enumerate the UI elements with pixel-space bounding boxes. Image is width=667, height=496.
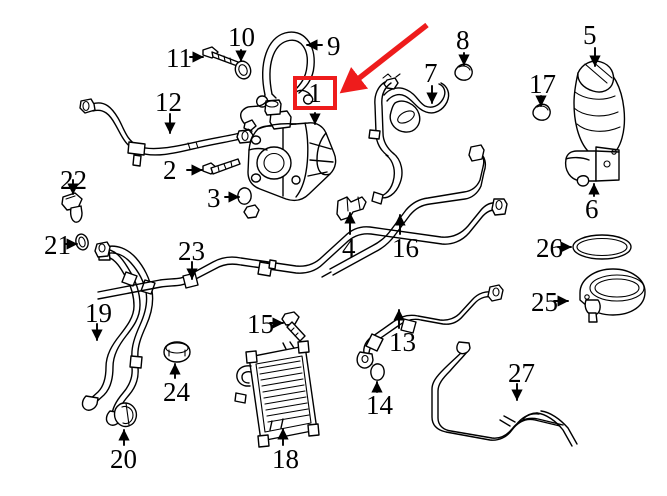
red-highlight-arrow [339,22,429,94]
part-7-reservoir-hose [368,73,450,205]
callout-label-20[interactable]: 20 [110,444,137,474]
part-16-line [321,144,487,278]
part-8-plug [454,63,473,81]
part-13-hose [356,284,504,369]
callout-label-26[interactable]: 26 [536,233,563,263]
callout-label-16[interactable]: 16 [392,233,419,263]
part-25-ring-bracket [579,268,646,323]
part-20-clip [113,402,138,428]
callout-label-11[interactable]: 11 [166,43,192,73]
part-24-grommet [163,341,191,363]
callout-label-24[interactable]: 24 [163,377,190,407]
part-27-line [431,341,578,447]
callout-label-17[interactable]: 17 [529,69,556,99]
callout-label-4[interactable]: 4 [342,233,356,263]
part-26-o-ring [572,234,632,260]
callout-label-2[interactable]: 2 [163,155,177,185]
callout-label-8[interactable]: 8 [456,25,470,55]
callout-label-27[interactable]: 27 [508,358,535,388]
callout-label-5[interactable]: 5 [583,20,597,50]
part-12-hose [79,98,254,167]
callout-label-18[interactable]: 18 [272,444,299,474]
part-2-bolt [202,158,241,175]
part-21-o-ring [75,233,89,251]
hose-21-branch [94,241,156,426]
callout-label-19[interactable]: 19 [85,298,112,328]
part-3-seal [237,187,252,205]
pump-lower-fitting [243,204,260,219]
callout-label-10[interactable]: 10 [228,22,255,52]
part-23-line [97,198,508,300]
part-14-seal [370,363,385,381]
part-22-plug [61,192,83,223]
callout-label-23[interactable]: 23 [178,236,205,266]
callout-label-13[interactable]: 13 [389,327,416,357]
part-18-oil-cooler [234,340,320,448]
callout-label-9[interactable]: 9 [327,31,341,61]
part-19-hose [81,248,141,411]
part-6-bracket [564,146,620,187]
callout-label-22[interactable]: 22 [60,165,87,195]
callout-label-3[interactable]: 3 [207,183,221,213]
callout-leaders [65,39,601,446]
part-1-pump-assembly [247,99,337,202]
part-4-connector [336,196,367,221]
callout-label-15[interactable]: 15 [247,309,274,339]
part-15-bolt [281,311,306,342]
callout-label-14[interactable]: 14 [366,390,393,420]
callout-label-12[interactable]: 12 [155,87,182,117]
callout-label-25[interactable]: 25 [531,287,558,317]
callout-1-highlight-box[interactable]: 1 [293,76,337,110]
callout-label-1: 1 [308,77,322,108]
callout-label-21[interactable]: 21 [44,230,71,260]
callout-label-6[interactable]: 6 [585,194,599,224]
callout-label-7[interactable]: 7 [424,58,438,88]
